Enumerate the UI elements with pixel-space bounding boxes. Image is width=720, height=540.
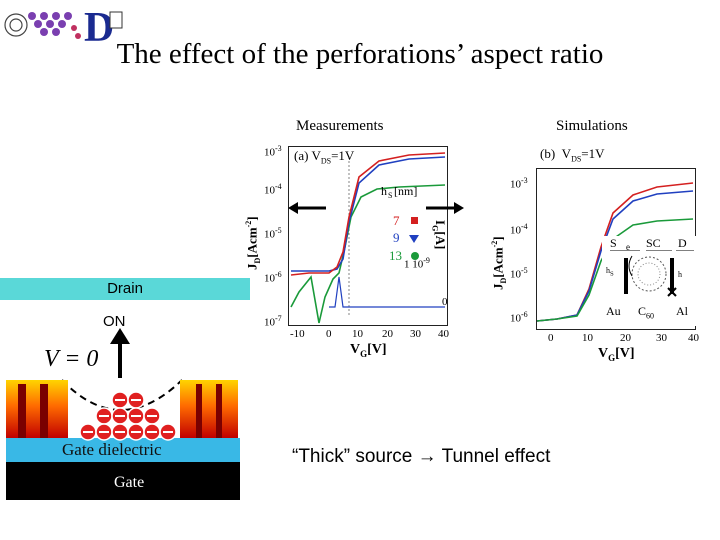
inset-h: h [678,270,682,279]
legend-7: 7 [393,213,400,228]
panel-a-tag: (a) VDS=1V [294,148,355,166]
inset-d: D [678,236,687,250]
panel-b: (b) VDS=1V 10-3 10-4 10-5 10-6 0 10 20 3… [480,140,712,370]
yb-tick-2: 10-4 [510,222,528,237]
yb-label: JD[Acm-2] [490,236,508,290]
drain-bar: Drain [0,278,250,300]
right-electrode [180,380,238,438]
ya-tick-4: 10-6 [264,270,282,285]
y2-tick-0: 0 [442,296,448,308]
plot-a-frame: h S [nm] 7 9 13 [288,146,448,326]
caption-text: “Thick” source → Tunnel effect [292,446,551,467]
xa-tick-6: 40 [438,328,449,340]
measurements-label: Measurements [296,118,384,134]
ya-tick-1: 10-3 [264,144,282,159]
inset-schematic: S e SC D hS h Au C60 Al [602,236,696,326]
xb-tick-5: 40 [688,332,699,344]
on-label: ON [103,313,126,330]
xb-tick-2: 10 [582,332,593,344]
ya-label: JD[Acm-2] [244,216,262,270]
yb-tick-3: 10-5 [510,266,528,281]
xa-tick-5: 30 [410,328,421,340]
series-b3-curve [536,218,694,322]
series-7-curve [290,152,446,276]
xa-tick-1: -10 [290,328,305,340]
panel-a: h S [nm] 7 9 13 (a) VDS=1V 10-3 10-4 10-… [242,140,464,359]
inset-s: S [610,236,617,250]
charge-carriers [79,391,177,441]
slide-title: The effect of the perforations’ aspect r… [116,38,604,70]
left-electrode [6,380,68,438]
gate-label: Gate [114,474,145,491]
xa-tick-2: 0 [326,328,332,340]
simulations-label: Simulations [556,118,628,134]
inset-hs: hS [606,266,614,278]
legend-title: h [381,184,387,198]
xb-tick-4: 30 [656,332,667,344]
yb-tick-1: 10-3 [510,176,528,191]
series-9-curve [291,156,446,272]
ya-tick-5: 10-7 [264,314,282,329]
xb-tick-1: 0 [548,332,554,344]
gate-dielectric-layer [6,438,240,462]
legend-a: h S [nm] 7 9 13 [381,184,419,263]
panel-b-tag: (b) VDS=1V [540,146,605,164]
svg-text:S: S [388,191,392,200]
yb-tick-4: 10-6 [510,310,528,325]
xa-tick-4: 20 [382,328,393,340]
plot-b-svg [536,182,694,322]
voltage-eq: V = 0 [44,346,99,372]
ya-tick-3: 10-5 [264,226,282,241]
omd-logo: D [2,4,128,51]
inset-au: Au [606,304,621,318]
xb-tick-3: 20 [620,332,631,344]
y2-label: IG[A] [430,220,448,250]
xb-label: VG[V] [598,346,635,363]
gate-dielectric-label: Gate dielectric [62,440,162,459]
ya-tick-2: 10-4 [264,182,282,197]
inset-sc: SC [646,236,661,250]
legend-13: 13 [389,248,402,263]
svg-text:[nm]: [nm] [394,184,417,198]
legend-9: 9 [393,230,400,245]
inset-al: Al [676,304,688,318]
gate-layer [6,462,240,500]
inset-e: e [626,242,630,252]
xa-tick-3: 10 [352,328,363,340]
inset-c60: C60 [638,304,655,321]
svg-text:D: D [84,5,114,46]
gate-current-curve [329,276,445,308]
series-13-curve [290,184,446,324]
xa-label: VG[V] [350,342,387,359]
arrows [288,202,326,214]
device-schematic [6,328,240,500]
y2-tick-1: 1 10-9 [404,256,430,271]
field-lines [61,379,183,411]
plot-a-svg: h S [nm] 7 9 13 [290,152,446,324]
